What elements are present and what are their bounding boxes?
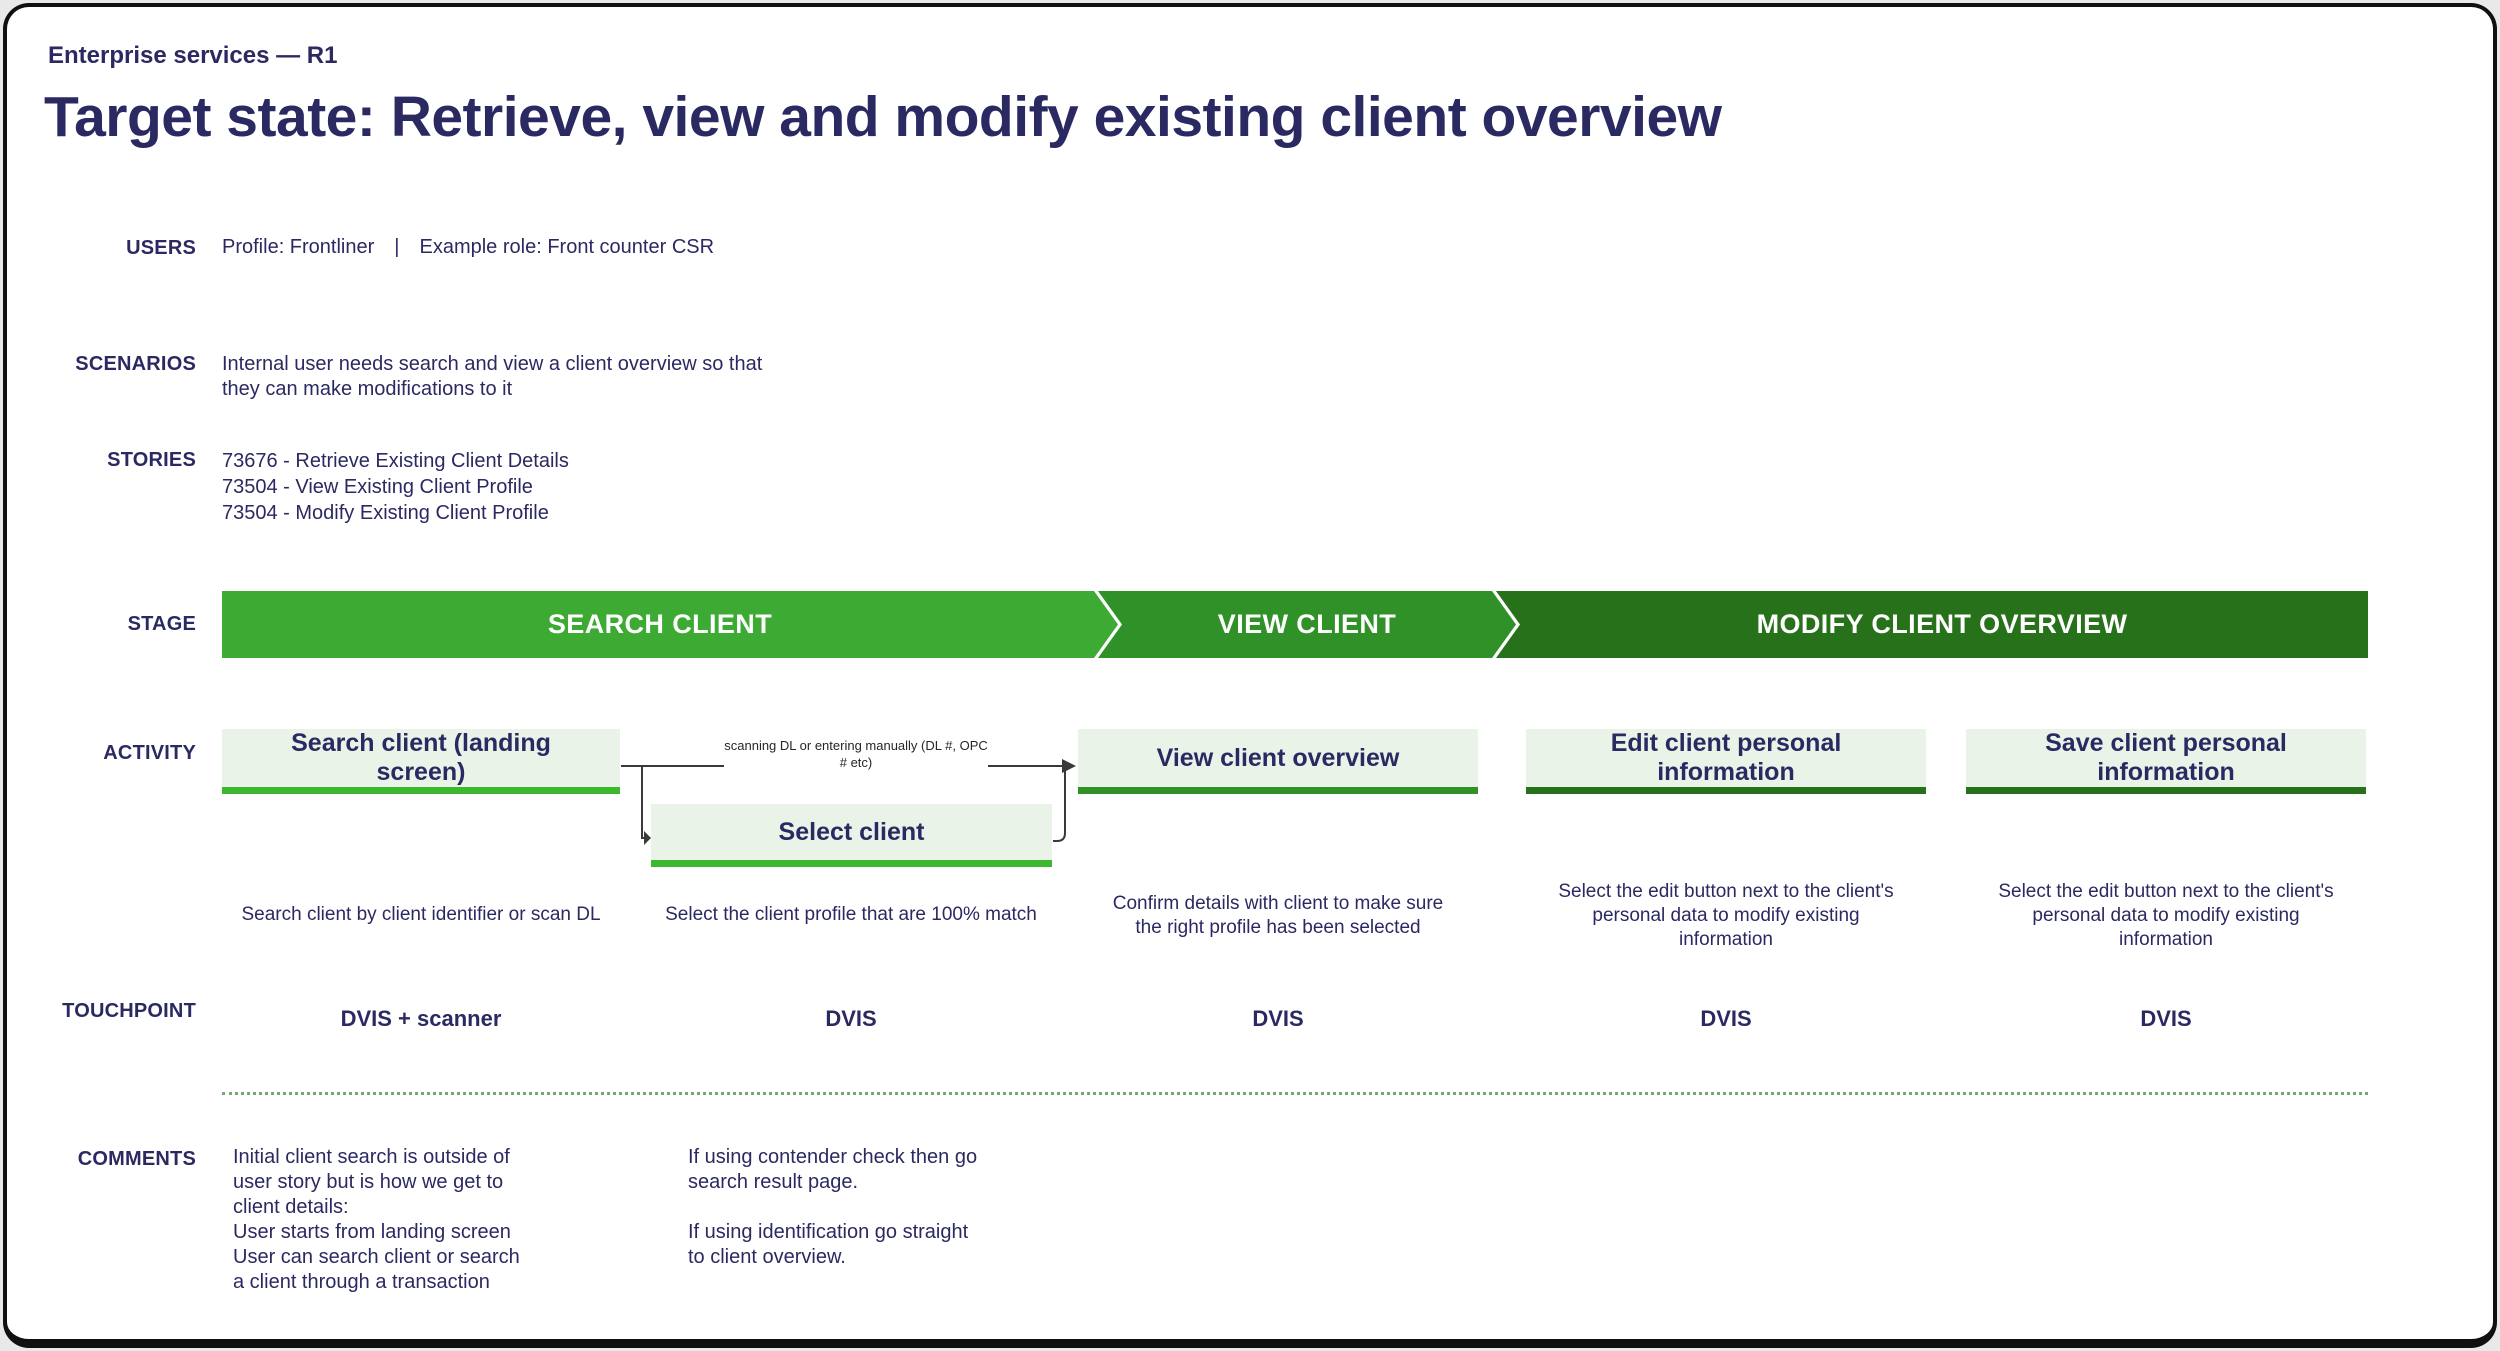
- activity-box-edit-client-info: Edit client personal information: [1526, 729, 1926, 794]
- kicker: Enterprise services — R1: [48, 42, 338, 69]
- stories-row-label: STORIES: [107, 449, 196, 471]
- activity-box-title: Edit client personal information: [1610, 729, 1842, 786]
- stage-label: MODIFY CLIENT OVERVIEW: [1756, 609, 2128, 639]
- activity-description: Select the client profile that are 100% …: [665, 904, 1037, 925]
- dotted-divider: [222, 1092, 2368, 1095]
- stage-modify-client-overview: MODIFY CLIENT OVERVIEW: [1496, 591, 2368, 658]
- activity-box-title: Search client (landing screen): [291, 729, 551, 786]
- scenarios-row-label: SCENARIOS: [75, 353, 196, 375]
- comments-row-label: COMMENTS: [77, 1148, 196, 1170]
- comment-item: If using contender check then go search …: [688, 1146, 978, 1268]
- page-title: Target state: Retrieve, view and modify …: [44, 85, 1722, 149]
- activity-description: Select the edit button next to the clien…: [1558, 881, 1894, 950]
- stage-label: VIEW CLIENT: [1217, 609, 1397, 639]
- users-profile: Profile: Frontliner: [222, 236, 375, 258]
- activity-row-label: ACTIVITY: [103, 742, 196, 764]
- users-divider: |: [394, 236, 400, 258]
- stage-row-label: STAGE: [127, 613, 196, 635]
- stories-list: 73676 - Retrieve Existing Client Details…: [222, 448, 569, 526]
- activity-box-view-client-overview: View client overview: [1078, 729, 1478, 794]
- activity-description: Select the edit button next to the clien…: [1998, 881, 2334, 950]
- page-frame: [3, 3, 2497, 1348]
- stage-band: SEARCH CLIENT VIEW CLIENT MODIFY CLIENT …: [222, 591, 2368, 658]
- activity-box-title: View client overview: [1156, 743, 1400, 772]
- touchpoint-value: DVIS: [1700, 1006, 1752, 1031]
- users-value: Profile: Frontliner | Example role: Front …: [222, 236, 714, 259]
- activity-box-title: Select client: [778, 817, 925, 846]
- scenarios-text: Internal user needs search and view a cl…: [222, 353, 763, 400]
- activity-box-save-client-info: Save client personal information: [1966, 729, 2366, 794]
- story-item: 73676 - Retrieve Existing Client Details: [222, 450, 569, 472]
- activity-description: Confirm details with client to make sure…: [1112, 893, 1444, 938]
- users-role: Example role: Front counter CSR: [419, 236, 715, 258]
- touchpoint-value: DVIS: [1252, 1006, 1304, 1031]
- touchpoint-row-label: TOUCHPOINT: [62, 1000, 196, 1022]
- activity-box-title: Save client personal information: [2045, 729, 2287, 786]
- activity-description: Search client by client identifier or sc…: [241, 904, 601, 925]
- activity-box-select-client: Select client: [651, 804, 1052, 867]
- story-item: 73504 - Modify Existing Client Profile: [222, 502, 549, 524]
- users-row-label: USERS: [126, 237, 196, 259]
- stage-label: SEARCH CLIENT: [547, 609, 773, 639]
- stage-view-client: VIEW CLIENT: [1098, 591, 1516, 658]
- touchpoint-value: DVIS + scanner: [340, 1006, 502, 1031]
- comment-item: Initial client search is outside of user…: [233, 1146, 520, 1293]
- touchpoint-value: DVIS: [825, 1006, 877, 1031]
- touchpoint-value: DVIS: [2140, 1006, 2192, 1031]
- activity-box-search-client: Search client (landing screen): [222, 729, 620, 794]
- flow-arrow-label: scanning DL or entering manually (DL #, …: [724, 735, 988, 773]
- story-item: 73504 - View Existing Client Profile: [222, 476, 533, 498]
- stage-search-client: SEARCH CLIENT: [222, 591, 1118, 658]
